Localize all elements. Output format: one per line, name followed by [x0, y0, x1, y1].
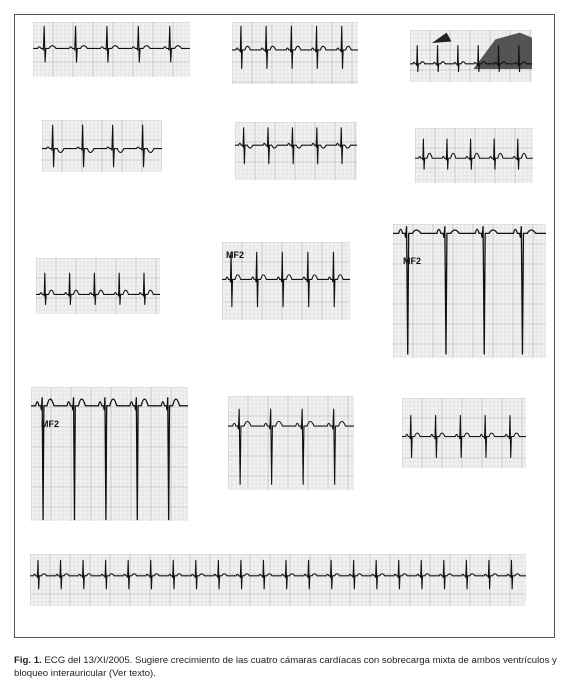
- grid-paper: [33, 22, 190, 77]
- ecg-trace: [410, 30, 532, 82]
- ecg-trace: MF2: [31, 387, 188, 521]
- ecg-trace: [235, 122, 357, 180]
- ecg-waveform: [232, 25, 358, 70]
- ecg-waveform: [410, 45, 532, 73]
- ecg-strip-12: [402, 398, 526, 468]
- ecg-strip-3: [410, 30, 532, 82]
- grid-paper: [232, 22, 358, 84]
- ecg-strip-5: [235, 122, 357, 180]
- ecg-waveform: [31, 397, 188, 521]
- ecg-trace: MF2: [393, 224, 546, 358]
- ecg-waveform: [393, 226, 546, 355]
- grid-paper: [393, 224, 546, 358]
- ecg-waveform: [402, 414, 526, 459]
- lead-label: MF2: [41, 419, 59, 429]
- ecg-waveform: [415, 138, 533, 170]
- ecg-trace: [232, 22, 358, 84]
- ecg-trace: [402, 398, 526, 468]
- ecg-strip-13: [30, 554, 526, 606]
- ecg-waveform: [42, 124, 162, 168]
- ecg-strip-4: [42, 120, 162, 172]
- grid-paper: [235, 122, 357, 180]
- ecg-trace: [36, 258, 160, 314]
- figure-caption: Fig. 1. ECG del 13/XI/2005. Sugiere crec…: [14, 654, 559, 680]
- lead-label: MF2: [226, 250, 244, 260]
- ecg-waveform: [36, 272, 160, 306]
- ecg-waveform: [222, 251, 350, 308]
- ecg-waveform: [228, 408, 354, 485]
- ecg-waveform: [33, 25, 190, 63]
- grid-lines: [31, 387, 188, 521]
- grid-paper: [31, 387, 188, 521]
- grid-lines: [228, 396, 354, 490]
- grid-lines: [30, 554, 526, 606]
- ecg-strip-7: [36, 258, 160, 314]
- grid-lines: [222, 242, 350, 320]
- ecg-strip-1: [33, 22, 190, 77]
- ecg-strip-6: [415, 128, 533, 183]
- grid-paper: [228, 396, 354, 490]
- ecg-strip-8: MF2: [222, 242, 350, 320]
- ecg-trace: [30, 554, 526, 606]
- ecg-strip-2: [232, 22, 358, 84]
- caption-label: Fig. 1.: [14, 655, 42, 666]
- grid-lines: [393, 224, 546, 358]
- ecg-trace: [42, 120, 162, 172]
- lead-label: MF2: [403, 256, 421, 266]
- grid-lines: [415, 128, 533, 183]
- ecg-trace: [228, 396, 354, 490]
- ecg-trace: [415, 128, 533, 183]
- ecg-trace: MF2: [222, 242, 350, 320]
- ecg-waveform: [235, 127, 357, 165]
- grid-paper: [402, 398, 526, 468]
- ecg-strip-11: [228, 396, 354, 490]
- ink-smudge: [473, 32, 532, 69]
- ecg-strip-9: MF2: [393, 224, 546, 358]
- grid-lines: [235, 122, 357, 180]
- ecg-trace: [33, 22, 190, 77]
- ink-mark: [431, 32, 452, 43]
- ecg-waveform: [30, 559, 526, 590]
- grid-paper: [415, 128, 533, 183]
- ecg-strip-10: MF2: [31, 387, 188, 521]
- caption-text: ECG del 13/XI/2005. Sugiere crecimiento …: [14, 655, 557, 679]
